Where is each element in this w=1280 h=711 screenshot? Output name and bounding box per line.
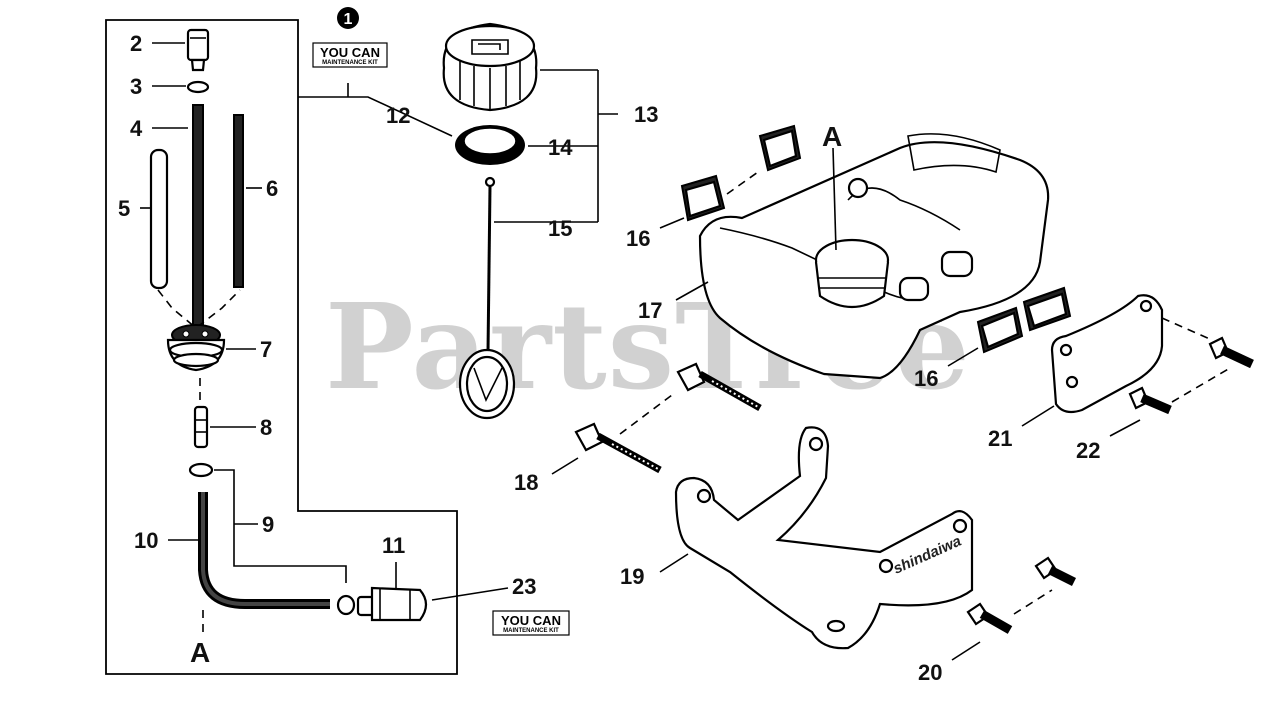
callout-4: 4 bbox=[130, 116, 143, 141]
svg-text:MAINTENANCE KIT: MAINTENANCE KIT bbox=[503, 628, 559, 634]
part-8-fuel-fitting bbox=[193, 405, 209, 449]
callout-13: 13 bbox=[634, 102, 658, 127]
callout-12: 12 bbox=[386, 103, 410, 128]
callout-18: 18 bbox=[514, 470, 538, 495]
part-17-fuel-tank bbox=[698, 133, 1050, 380]
maintenance-kit-badge-bottom: YOU CAN MAINTENANCE KIT bbox=[492, 610, 570, 636]
fuel-kit-boundary bbox=[105, 19, 458, 675]
part-21-clamp-plate bbox=[1050, 294, 1164, 414]
part-22-bolts bbox=[1128, 336, 1254, 415]
callout-7: 7 bbox=[260, 337, 272, 362]
part-7-grommet bbox=[166, 324, 226, 372]
maintenance-kit-badge-top: 1 YOU CAN MAINTENANCE KIT bbox=[312, 7, 388, 68]
svg-text:MAINTENANCE KIT: MAINTENANCE KIT bbox=[322, 60, 378, 66]
part-13-fuel-cap bbox=[442, 22, 538, 112]
part-3-o-ring bbox=[186, 80, 210, 94]
svg-text:YOU CAN: YOU CAN bbox=[320, 45, 380, 60]
callout-2: 2 bbox=[130, 31, 142, 56]
part-4-fuel-tube bbox=[192, 104, 204, 328]
part-9-o-ring bbox=[188, 462, 214, 478]
callout-5: 5 bbox=[118, 196, 130, 221]
part-5-fuel-tube bbox=[149, 148, 169, 290]
part-16-tank-pads-upper bbox=[680, 124, 802, 222]
callout-11: 11 bbox=[382, 533, 405, 558]
part-2-filter-cap bbox=[186, 28, 210, 72]
callout-14: 14 bbox=[548, 135, 573, 160]
callout-19: 19 bbox=[620, 564, 644, 589]
callout-10: 10 bbox=[134, 528, 158, 553]
callout-15: 15 bbox=[548, 216, 572, 241]
part-6-fuel-tube bbox=[233, 114, 244, 288]
part-14-cap-gasket bbox=[455, 125, 525, 165]
callout-17: 17 bbox=[638, 298, 662, 323]
connection-letter-bottom: A bbox=[190, 637, 210, 668]
part-15-fuel-strainer bbox=[458, 176, 516, 420]
callout-21: 21 bbox=[988, 426, 1012, 451]
callout-6: 6 bbox=[266, 176, 278, 201]
callout-8: 8 bbox=[260, 415, 272, 440]
callout-9: 9 bbox=[262, 512, 274, 537]
part-10-fuel-line bbox=[198, 492, 330, 609]
callout-22: 22 bbox=[1076, 438, 1100, 463]
part-19-tank-bracket: shindaiwa bbox=[674, 426, 974, 650]
svg-text:1: 1 bbox=[344, 11, 353, 28]
callout-20: 20 bbox=[918, 660, 942, 685]
part-16-tank-pads-lower bbox=[976, 286, 1072, 354]
callout-16-lower: 16 bbox=[914, 366, 938, 391]
part-20-bolts bbox=[966, 556, 1077, 634]
callout-23: 23 bbox=[512, 574, 536, 599]
connection-letter-tank: A bbox=[822, 121, 842, 152]
svg-text:YOU CAN: YOU CAN bbox=[501, 613, 561, 628]
callout-3: 3 bbox=[130, 74, 142, 99]
part-18-bolts bbox=[574, 362, 762, 474]
callout-16-upper: 16 bbox=[626, 226, 650, 251]
part-11-fuel-filter bbox=[336, 586, 428, 622]
